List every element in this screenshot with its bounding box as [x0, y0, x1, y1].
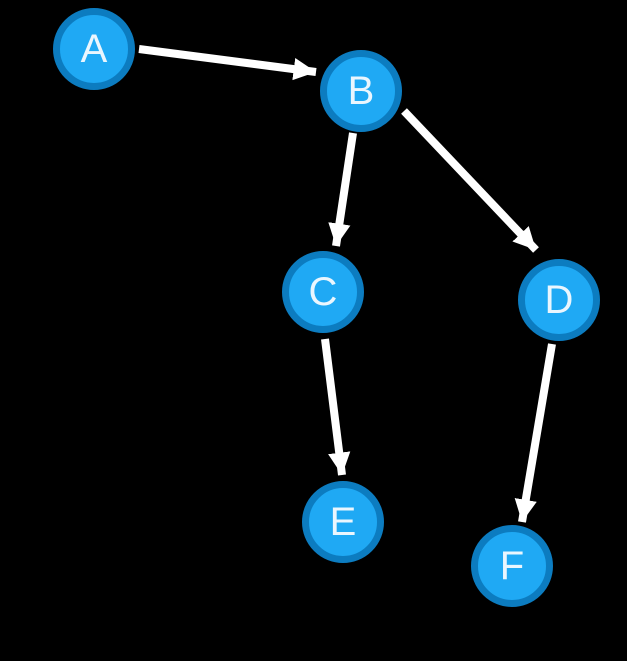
node-D[interactable]: D [518, 259, 600, 341]
node-label: C [308, 270, 338, 314]
node-label: B [347, 69, 375, 113]
edge-B-C [328, 132, 357, 247]
node-label: E [329, 500, 357, 544]
edge-C-E [321, 338, 351, 476]
node-label: D [544, 278, 574, 322]
node-label: F [499, 544, 525, 588]
node-F[interactable]: F [471, 525, 553, 607]
node-A[interactable]: A [53, 8, 135, 90]
node-B[interactable]: B [320, 50, 402, 132]
node-C[interactable]: C [282, 251, 364, 333]
node-E[interactable]: E [302, 481, 384, 563]
edge-D-F [514, 343, 556, 523]
edge-B-D [401, 108, 539, 253]
node-label: A [80, 27, 108, 71]
edge-A-B [138, 45, 317, 81]
